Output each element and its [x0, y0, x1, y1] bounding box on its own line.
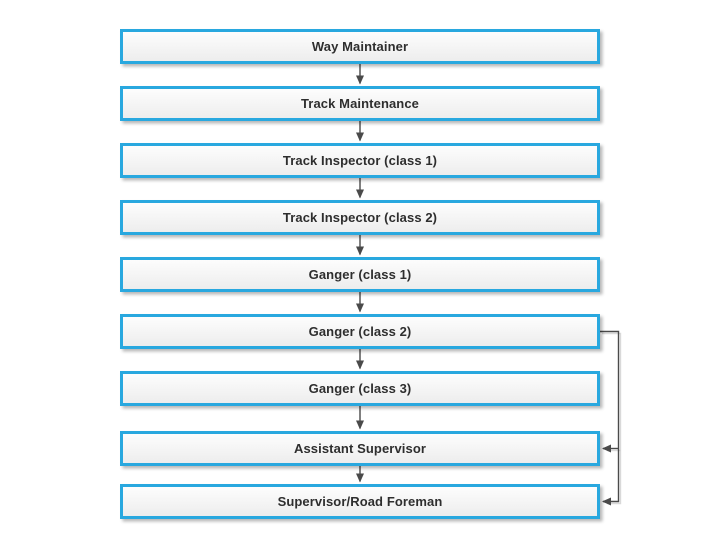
arrow-ganger-class-2-to-supervisor-road-foreman: [600, 330, 620, 506]
node-ganger-class-3: Ganger (class 3): [120, 371, 600, 406]
node-track-maintenance: Track Maintenance: [120, 86, 600, 121]
node-track-inspector-class-2: Track Inspector (class 2): [120, 200, 600, 235]
node-ganger-class-1: Ganger (class 1): [120, 257, 600, 292]
connector-shadows: [602, 332, 622, 505]
node-way-maintainer: Way Maintainer: [120, 29, 600, 64]
node-track-inspector-class-1: Track Inspector (class 1): [120, 143, 600, 178]
node-assistant-supervisor: Assistant Supervisor: [120, 431, 600, 466]
node-ganger-class-2: Ganger (class 2): [120, 314, 600, 349]
node-supervisor-road-foreman: Supervisor/Road Foreman: [120, 484, 600, 519]
